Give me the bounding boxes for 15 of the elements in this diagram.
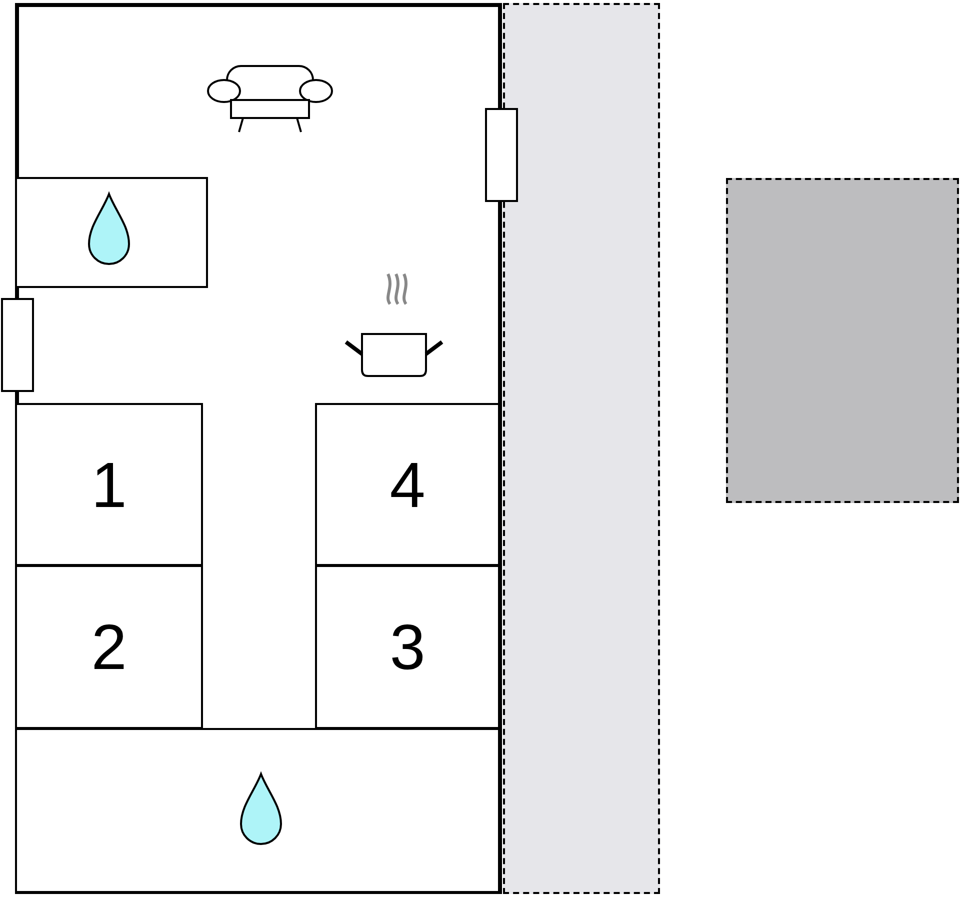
room-outline	[15, 728, 500, 893]
room-number: 3	[390, 615, 426, 679]
door-marker	[485, 108, 518, 202]
room	[315, 565, 500, 729]
shaded-area	[503, 3, 660, 894]
room-number: 2	[91, 615, 127, 679]
room-number: 1	[91, 452, 127, 516]
house-outline	[15, 3, 502, 894]
room	[15, 565, 203, 729]
room	[15, 403, 203, 566]
room-number: 4	[390, 452, 426, 516]
door-marker	[1, 298, 34, 392]
shaded-area	[726, 178, 959, 503]
room-outline	[15, 177, 208, 288]
room	[315, 403, 500, 566]
